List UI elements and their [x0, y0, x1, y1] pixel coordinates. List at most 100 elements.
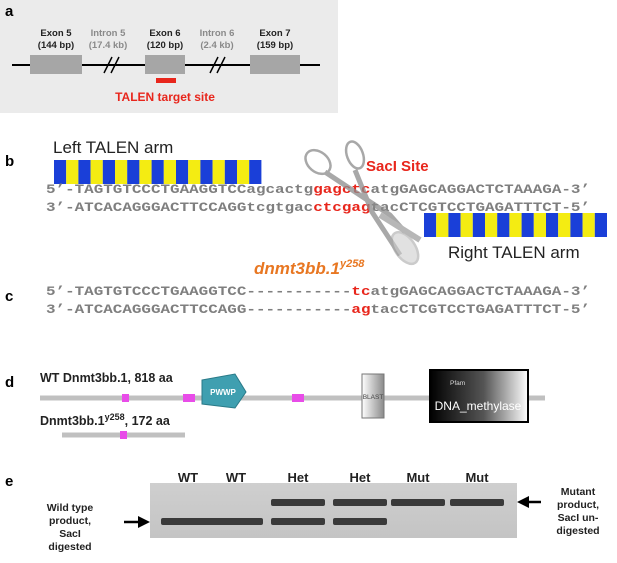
mut-protein-name: Dnmt3bb.1 — [40, 414, 105, 428]
left-arrow-icon — [124, 516, 150, 528]
gel-band-digested — [333, 518, 387, 525]
lane-label: Het — [288, 470, 310, 485]
exon-5-box — [30, 55, 82, 74]
exon-7-size: (159 bp) — [257, 40, 293, 51]
talen-repeat-yellow — [485, 213, 498, 237]
mutant-protein-label: Dnmt3bb.1y258, 172 aa — [40, 412, 171, 428]
lane-label: Mut — [406, 470, 430, 485]
intron-break-mark — [209, 56, 219, 74]
lane-label: WT — [178, 470, 198, 485]
gel-band-undigested — [271, 499, 325, 506]
top-prefix: 5’- — [46, 182, 75, 197]
mut-bottom-suffix: -5’ — [561, 302, 590, 317]
talen-repeat-blue — [78, 160, 91, 184]
mut-top-suffix: -3’ — [561, 284, 590, 299]
talen-repeat-blue — [151, 160, 164, 184]
motif-mark — [122, 394, 129, 402]
bottom-seg1: ATCACAGGGACTTCCAGG — [75, 200, 247, 215]
gel-bands — [161, 499, 504, 525]
talen-repeat-blue — [448, 213, 461, 237]
intron-break-mark — [103, 56, 113, 74]
talen-repeat-yellow — [582, 213, 595, 237]
gel-band-undigested — [391, 499, 445, 506]
bottom-suffix: -5’ — [561, 200, 590, 215]
left-annotation-line: product, — [49, 515, 91, 527]
allele-label: dnmt3bb.1y258 — [254, 258, 365, 278]
talen-repeat-yellow — [163, 160, 176, 184]
panel-c: c dnmt3bb.1y258 5’-TAGTGTCCCTGAAGGTCC---… — [5, 258, 590, 317]
intron-break-mark — [216, 56, 226, 74]
talen-repeat-yellow — [436, 213, 449, 237]
intron-5-name: Intron 5 — [91, 28, 127, 39]
left-talen-arm — [54, 160, 262, 184]
talen-repeat-yellow — [66, 160, 79, 184]
talen-repeat-yellow — [509, 213, 522, 237]
mut-bottom-prefix: 3’- — [46, 302, 75, 317]
talen-repeat-yellow — [237, 160, 250, 184]
motif-mark — [120, 431, 127, 439]
talen-repeat-blue — [424, 213, 437, 237]
exon-5-name: Exon 5 — [40, 28, 72, 39]
pwwp-label: PWWP — [210, 388, 236, 397]
mut-bottom-seg4: CTCGTCCTGAGATTTCT — [399, 302, 561, 317]
panel-label-e: e — [5, 473, 13, 490]
talen-repeat-yellow — [188, 160, 201, 184]
right-talen-arm-label: Right TALEN arm — [448, 243, 580, 262]
scissors-icon — [304, 140, 422, 266]
gel-band-digested — [209, 518, 263, 525]
top-seg2: agcactg — [246, 182, 313, 197]
motif-mark — [183, 394, 195, 402]
gel-band-digested — [271, 518, 325, 525]
panel-label-a: a — [5, 3, 14, 20]
intron-6-name: Intron 6 — [200, 28, 235, 39]
right-talen-arm — [424, 213, 607, 237]
bottom-seg4: CTCGTCCTGAGATTTCT — [399, 200, 561, 215]
left-talen-arm-label: Left TALEN arm — [53, 138, 173, 157]
panel-label-c: c — [5, 288, 13, 305]
mut-top-site: tc — [351, 284, 370, 299]
lane-label: Mut — [465, 470, 489, 485]
mut-top-seg3: atg — [371, 284, 400, 299]
panel-a: a Exon 5 (144 bp) Intron 5 (17.4 kb) Exo… — [0, 0, 338, 113]
talen-repeat-yellow — [90, 160, 103, 184]
intron-6-size: (2.4 kb) — [200, 40, 233, 51]
mut-bottom-gap: ----------- — [246, 302, 351, 317]
blast-label: BLAST — [363, 394, 384, 401]
right-annotation-line: product, — [557, 499, 599, 511]
top-seg1: TAGTGTCCCTGAAGGTCC — [75, 182, 247, 197]
gel-band-digested — [161, 518, 215, 525]
right-annotation-line: SacI un- — [558, 512, 599, 524]
talen-repeat-yellow — [533, 213, 546, 237]
right-annotation-line: Mutant — [561, 486, 596, 498]
mut-bottom-seg1: ATCACAGGGACTTCCAGG — [75, 302, 247, 317]
dna-methylase-domain — [429, 369, 529, 423]
mut-top-gap: ----------- — [246, 284, 351, 299]
exon-6-box — [145, 55, 185, 74]
talen-repeat-blue — [200, 160, 213, 184]
gel-band-undigested — [333, 499, 387, 506]
dna-methylase-label: DNA_methylase — [435, 399, 522, 413]
panel-label-b: b — [5, 153, 14, 170]
lane-label: WT — [226, 470, 246, 485]
talen-target-marker — [156, 78, 176, 83]
talen-repeat-yellow — [460, 213, 473, 237]
top-seg3: atg — [370, 182, 399, 197]
talen-repeat-yellow — [115, 160, 128, 184]
bottom-seg2: tcgtgac — [246, 200, 313, 215]
wt-protein-label: WT Dnmt3bb.1, 818 aa — [40, 371, 174, 385]
exon-7-name: Exon 7 — [259, 28, 290, 39]
talen-repeat-blue — [176, 160, 189, 184]
left-annotation-line: SacI — [59, 528, 81, 540]
bottom-prefix: 3’- — [46, 200, 75, 215]
panel-label-d: d — [5, 374, 14, 391]
blast-domain — [361, 373, 385, 419]
left-annotation-line: Wild type — [47, 502, 94, 514]
talen-repeat-yellow — [212, 160, 225, 184]
mut-protein-superscript: y258 — [105, 412, 125, 422]
exon-6-name: Exon 6 — [149, 28, 180, 39]
mut-top-seg4: GAGCAGGACTCTAAAGA — [399, 284, 561, 299]
